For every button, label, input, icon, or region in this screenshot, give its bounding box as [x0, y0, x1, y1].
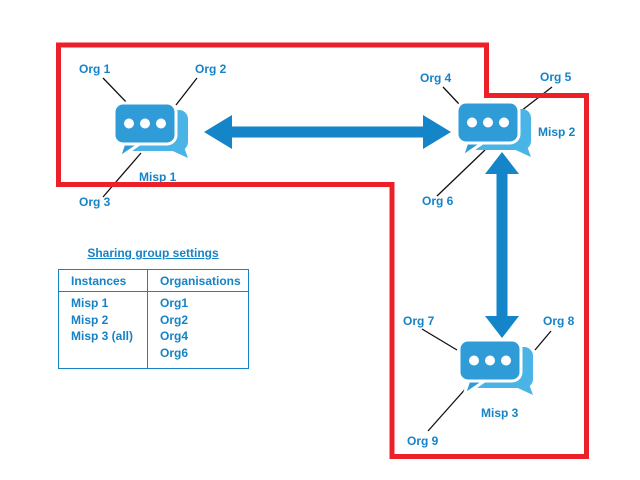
instance-item: Misp 1 — [71, 296, 109, 310]
misp1-label: Misp 1 — [139, 170, 177, 184]
org7-label: Org 7 — [403, 314, 435, 328]
sharing-group-title: Sharing group settings — [87, 246, 219, 260]
organisation-item: Org1 — [160, 296, 189, 310]
org8-label: Org 8 — [543, 314, 575, 328]
sharing-group-table: Instances Organisations Misp 1 Misp 2 Mi… — [58, 269, 249, 369]
instances-cell: Misp 1 Misp 2 Misp 3 (all) — [58, 291, 148, 369]
org1-label: Org 1 — [79, 62, 111, 76]
org3-label: Org 3 — [79, 195, 111, 209]
org2-label: Org 2 — [195, 62, 227, 76]
instance-item: Misp 3 (all) — [71, 329, 134, 343]
org5-label: Org 5 — [540, 70, 572, 84]
misp3-label: Misp 3 — [481, 406, 519, 420]
organisation-item: Org6 — [160, 345, 189, 360]
misp2-label: Misp 2 — [538, 125, 576, 139]
instances-column-header: Instances — [58, 269, 148, 292]
organisations-cell: Org1 Org2 Org4 Org6 — [147, 291, 249, 369]
org4-label: Org 4 — [420, 71, 452, 85]
org6-label: Org 6 — [422, 194, 454, 208]
org9-label: Org 9 — [407, 434, 439, 448]
organisations-column-header: Organisations — [147, 269, 249, 292]
organisation-item: Org4 — [160, 329, 189, 343]
organisation-item: Org2 — [160, 312, 189, 327]
instance-item: Misp 2 — [71, 312, 109, 327]
sharing-group-panel: Sharing group settings Instances Organis… — [58, 246, 249, 369]
